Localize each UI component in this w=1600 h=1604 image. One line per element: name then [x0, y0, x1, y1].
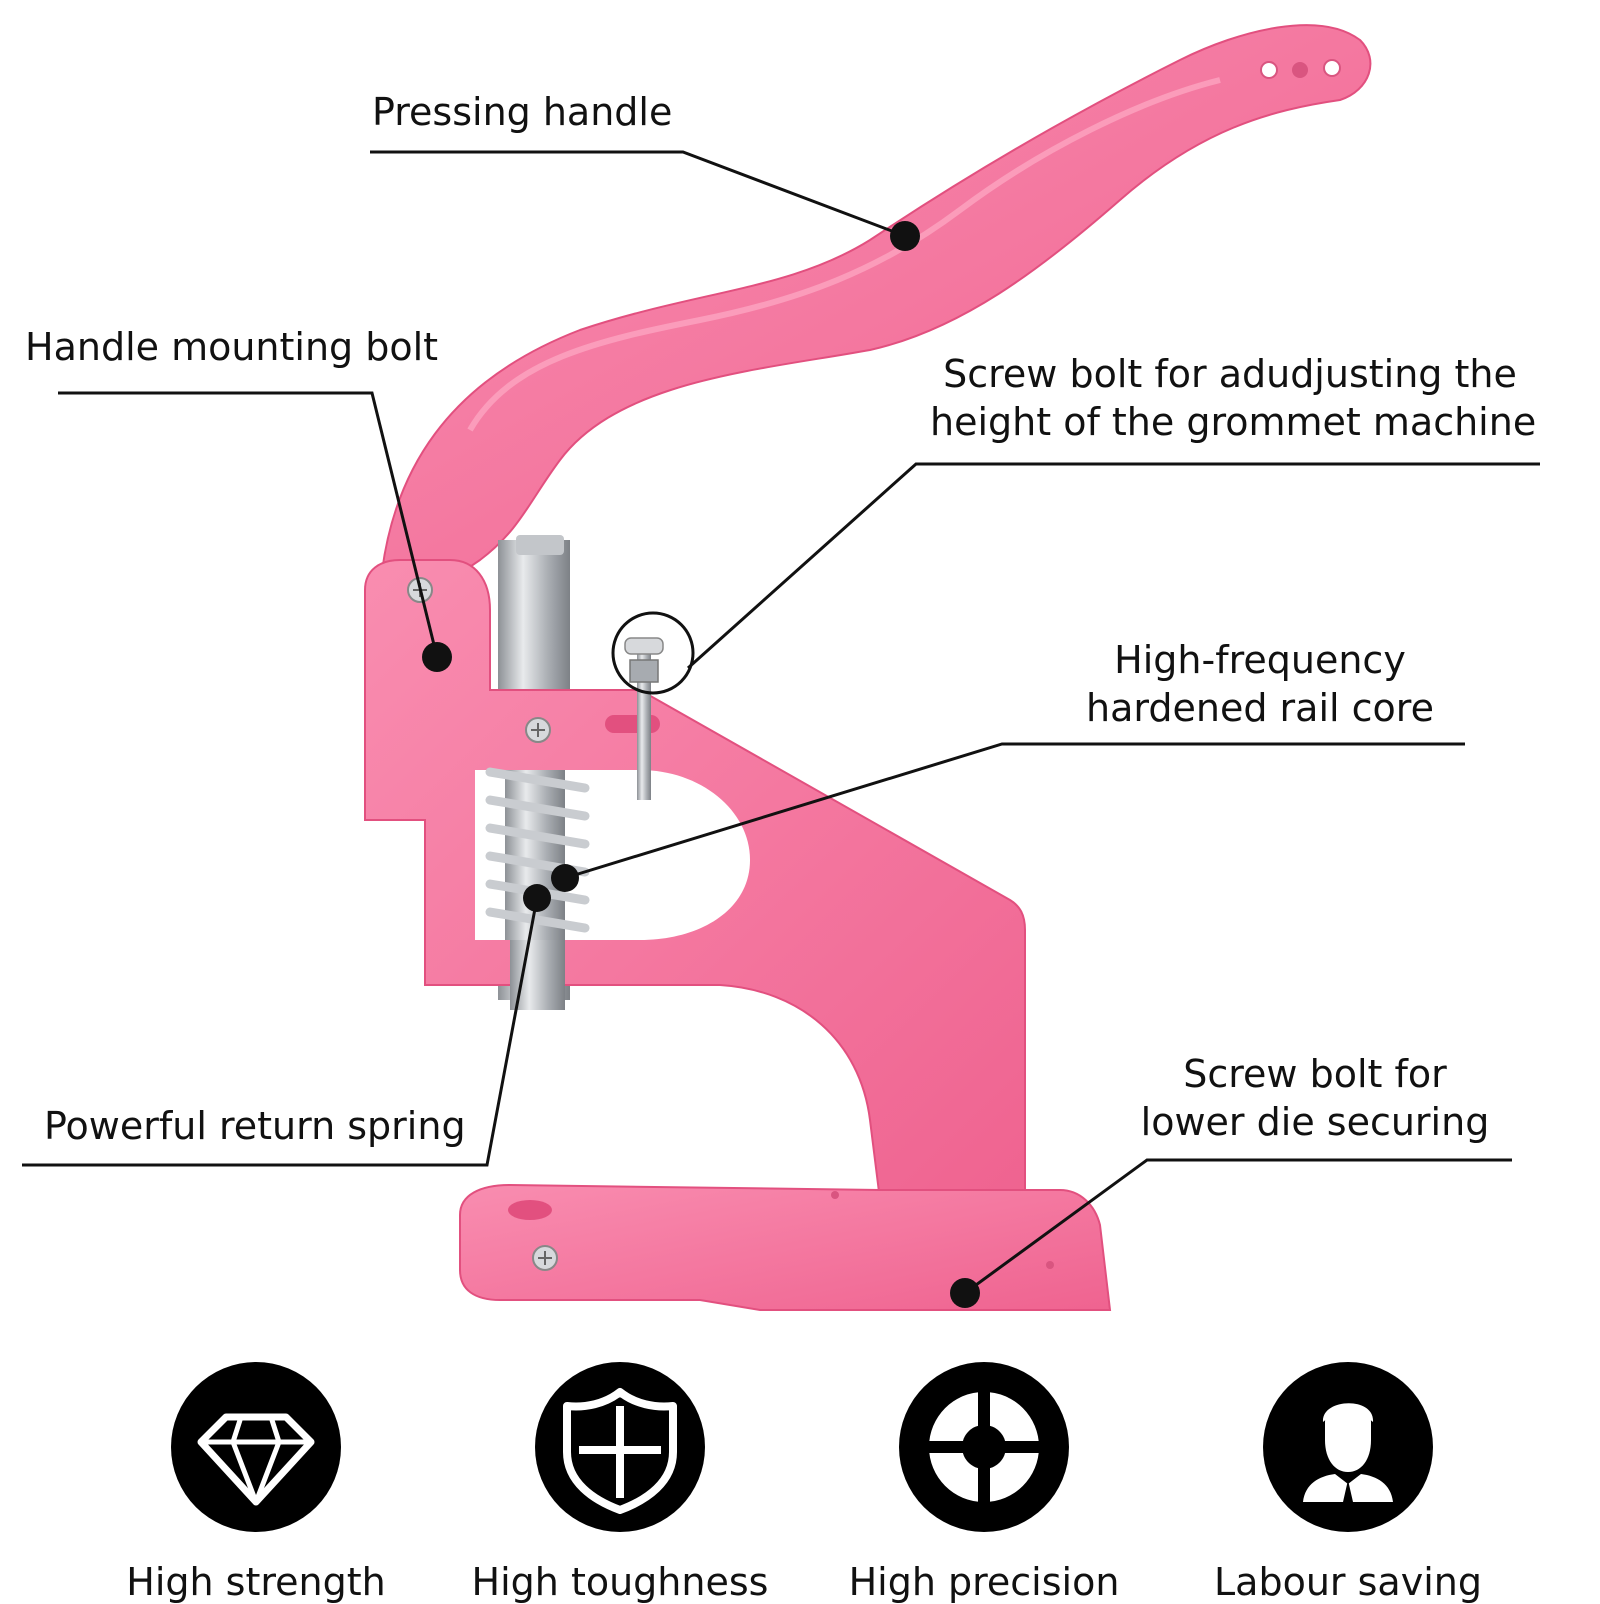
label-lower-die-line1: Screw bolt for	[1183, 1052, 1447, 1096]
label-return-spring: Powerful return spring	[44, 1104, 466, 1148]
callout-line-mounting-bolt	[58, 391, 439, 658]
machine-base	[459, 1183, 1112, 1311]
label-height-screw: Screw bolt for adudjusting the height of…	[930, 350, 1537, 446]
callout-line-return-spring	[22, 897, 539, 1167]
label-rail-core-line1: High-frequency	[1114, 638, 1406, 682]
target-icon	[899, 1362, 1069, 1532]
feature-label: High strength	[126, 1560, 386, 1604]
callout-line-pressing-handle	[370, 150, 906, 238]
callout-line-height-screw	[686, 462, 1540, 670]
label-pressing-handle: Pressing handle	[372, 90, 673, 134]
shield-icon	[535, 1362, 705, 1532]
height-adjust-screw	[624, 637, 664, 800]
label-height-screw-line1: Screw bolt for adudjusting the	[943, 352, 1517, 396]
feature-high-precision: High precision	[834, 1362, 1134, 1604]
callout-circle-height-screw	[611, 611, 695, 695]
feature-labour-saving: Labour saving	[1198, 1362, 1498, 1604]
label-height-screw-line2: height of the grommet machine	[930, 400, 1537, 444]
label-handle-mounting-bolt: Handle mounting bolt	[25, 325, 439, 369]
body-bolt	[525, 717, 551, 743]
pressing-handle	[378, 24, 1372, 594]
lower-die-bolt	[532, 1245, 558, 1271]
feature-label: High precision	[848, 1560, 1120, 1604]
label-rail-core: High-frequency hardened rail core	[1060, 636, 1460, 732]
label-lower-die: Screw bolt for lower die securing	[1135, 1050, 1495, 1146]
feature-high-toughness: High toughness	[470, 1362, 770, 1604]
feature-label: Labour saving	[1214, 1560, 1482, 1604]
callout-line-lower-die	[964, 1158, 1512, 1295]
diamond-icon	[171, 1362, 341, 1532]
callout-line-rail-core	[564, 742, 1465, 880]
person-icon	[1263, 1362, 1433, 1532]
label-lower-die-line2: lower die securing	[1140, 1100, 1490, 1144]
label-rail-core-line2: hardened rail core	[1086, 686, 1434, 730]
feature-high-strength: High strength	[106, 1362, 406, 1604]
feature-label: High toughness	[471, 1560, 769, 1604]
